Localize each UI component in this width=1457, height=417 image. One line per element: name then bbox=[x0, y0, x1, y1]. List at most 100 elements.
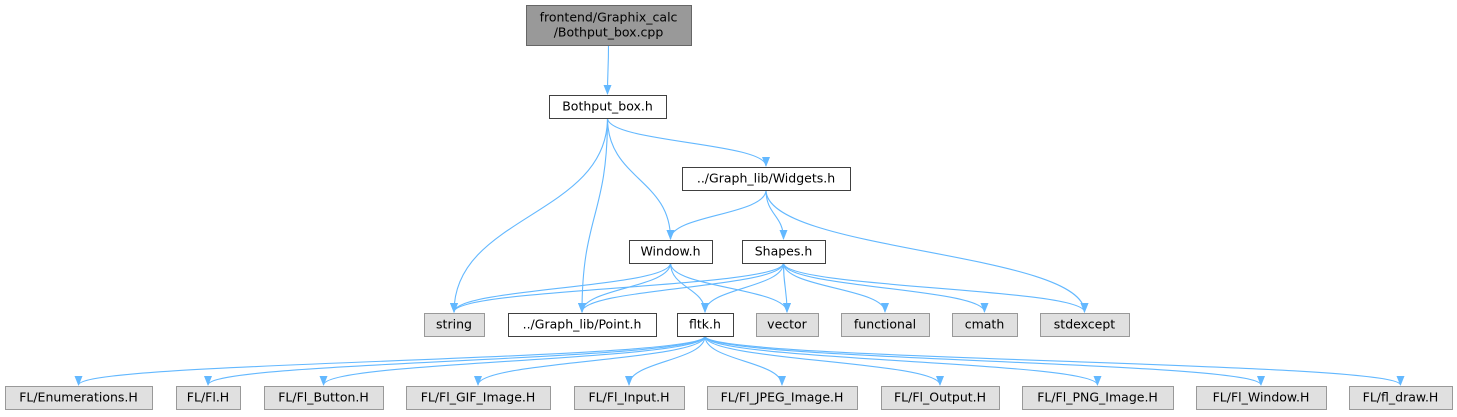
node-box bbox=[549, 95, 667, 119]
edge-arrow bbox=[782, 262, 1089, 313]
node-flbutton: FL/Fl_Button.H bbox=[264, 386, 384, 410]
node-stdexcept: stdexcept bbox=[1040, 313, 1130, 337]
node-shapes[interactable]: Shapes.h bbox=[742, 240, 826, 264]
edge-arrow bbox=[450, 262, 672, 313]
node-flwindow: FL/Fl_Window.H bbox=[1196, 386, 1327, 410]
edge-fltk-to-fldraw bbox=[704, 335, 1405, 386]
edge-bothput-to-widgets bbox=[606, 117, 770, 167]
node-widgets[interactable]: ../Graph_lib/Widgets.h bbox=[682, 167, 851, 191]
node-label: /Bothput_box.cpp bbox=[554, 25, 664, 40]
node-enumerations: FL/Enumerations.H bbox=[5, 386, 153, 410]
node-box bbox=[707, 386, 858, 410]
node-box bbox=[742, 240, 826, 264]
node-label: FL/Fl_GIF_Image.H bbox=[421, 390, 536, 405]
edge-arrow bbox=[765, 189, 788, 240]
node-bothput[interactable]: Bothput_box.h bbox=[549, 95, 667, 119]
node-floutput: FL/Fl_Output.H bbox=[881, 386, 1000, 410]
node-label: Window.h bbox=[640, 244, 700, 259]
node-vector: vector bbox=[756, 313, 819, 337]
node-label: cmath bbox=[965, 317, 1005, 332]
node-label: frontend/Graphix_calc bbox=[540, 10, 678, 25]
node-box bbox=[508, 313, 657, 337]
edge-bothput-to-window bbox=[606, 117, 675, 240]
node-box bbox=[881, 386, 1000, 410]
edge-arrow bbox=[701, 262, 785, 313]
node-root[interactable]: frontend/Graphix_calc/Bothput_box.cpp bbox=[526, 5, 692, 46]
edge-fltk-to-flinput bbox=[625, 335, 706, 386]
node-label: string bbox=[436, 317, 472, 332]
node-label: FL/Fl.H bbox=[187, 390, 229, 405]
node-functional: functional bbox=[841, 313, 930, 337]
edge-shapes-to-string bbox=[450, 262, 785, 313]
edge-fltk-to-flpng bbox=[704, 335, 1102, 386]
edge-arrow bbox=[704, 335, 1265, 386]
node-window[interactable]: Window.h bbox=[629, 240, 713, 264]
edge-window-to-vector bbox=[669, 262, 791, 313]
node-box bbox=[406, 386, 551, 410]
edge-arrow bbox=[669, 262, 791, 313]
edge-arrow bbox=[704, 335, 1405, 386]
edge-arrow bbox=[704, 335, 944, 386]
node-flpng: FL/Fl_PNG_Image.H bbox=[1022, 386, 1174, 410]
node-box bbox=[1022, 386, 1174, 410]
node-label: ../Graph_lib/Point.h bbox=[523, 317, 642, 332]
edge-arrow bbox=[450, 117, 609, 313]
node-fljpeg: FL/Fl_JPEG_Image.H bbox=[707, 386, 858, 410]
edge-arrow bbox=[666, 189, 767, 240]
edges-layer bbox=[74, 44, 1405, 386]
edge-shapes-to-functional bbox=[782, 262, 889, 313]
edge-window-to-string bbox=[450, 262, 672, 313]
node-box bbox=[682, 167, 851, 191]
edge-widgets-to-shapes bbox=[765, 189, 788, 240]
edge-arrow bbox=[782, 262, 989, 313]
edge-root-to-bothput bbox=[603, 44, 612, 95]
node-label: vector bbox=[767, 317, 808, 332]
edge-widgets-to-window bbox=[666, 189, 767, 240]
edge-fltk-to-flwindow bbox=[704, 335, 1265, 386]
node-label: Bothput_box.h bbox=[562, 99, 653, 114]
edge-fltk-to-fl bbox=[204, 335, 706, 386]
node-box bbox=[5, 386, 153, 410]
nodes-layer: frontend/Graphix_calc/Bothput_box.cppBot… bbox=[5, 5, 1453, 410]
edge-arrow bbox=[319, 335, 706, 386]
edge-arrow bbox=[782, 262, 791, 313]
edge-arrow bbox=[606, 117, 770, 167]
edge-fltk-to-flbutton bbox=[319, 335, 706, 386]
node-label: fltk.h bbox=[689, 317, 721, 332]
node-cmath: cmath bbox=[952, 313, 1018, 337]
node-box bbox=[841, 313, 930, 337]
edge-bothput-to-string bbox=[450, 117, 609, 313]
edge-shapes-to-vector bbox=[782, 262, 791, 313]
node-label: functional bbox=[854, 317, 916, 332]
node-box bbox=[677, 313, 734, 337]
node-box bbox=[176, 386, 241, 410]
node-box bbox=[952, 313, 1018, 337]
edge-arrow bbox=[765, 189, 1089, 313]
edge-arrow bbox=[782, 262, 889, 313]
node-fl: FL/Fl.H bbox=[176, 386, 241, 410]
node-fltk[interactable]: fltk.h bbox=[677, 313, 734, 337]
node-box bbox=[1349, 386, 1453, 410]
node-box bbox=[264, 386, 384, 410]
node-point[interactable]: ../Graph_lib/Point.h bbox=[508, 313, 657, 337]
node-label: ../Graph_lib/Widgets.h bbox=[697, 171, 835, 186]
edge-arrow bbox=[625, 335, 706, 386]
node-label: FL/Fl_Input.H bbox=[588, 390, 669, 405]
node-label: FL/Fl_Output.H bbox=[894, 390, 986, 405]
node-label: FL/Fl_Window.H bbox=[1213, 390, 1310, 405]
node-box bbox=[1040, 313, 1130, 337]
node-box bbox=[756, 313, 819, 337]
node-label: FL/Fl_Button.H bbox=[278, 390, 369, 405]
node-flgif: FL/Fl_GIF_Image.H bbox=[406, 386, 551, 410]
edge-arrow bbox=[704, 335, 1102, 386]
node-box bbox=[424, 313, 485, 337]
node-label: stdexcept bbox=[1054, 317, 1115, 332]
node-label: FL/Enumerations.H bbox=[19, 390, 138, 405]
edge-bothput-to-point bbox=[578, 117, 609, 313]
edge-fltk-to-fljpeg bbox=[704, 335, 786, 386]
node-box bbox=[526, 5, 692, 46]
node-box bbox=[574, 386, 685, 410]
edge-arrow bbox=[578, 117, 609, 313]
edge-fltk-to-floutput bbox=[704, 335, 944, 386]
